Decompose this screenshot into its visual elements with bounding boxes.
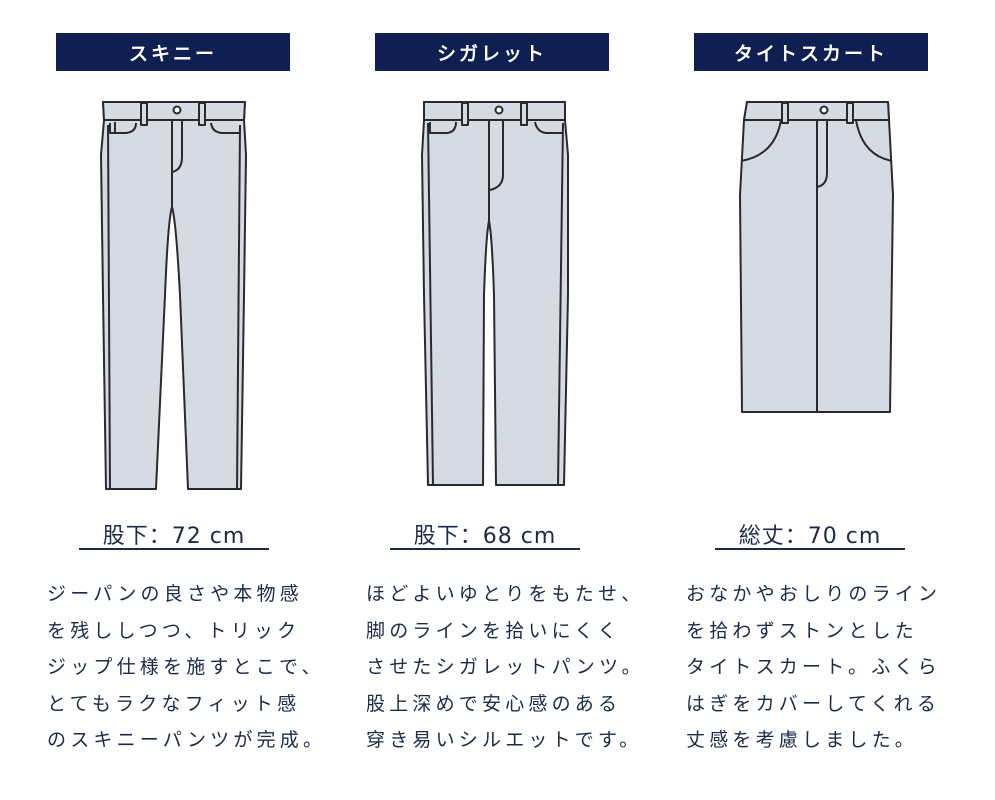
description-line: ほどよいゆとりをもたせ、 — [366, 583, 645, 605]
description-line: 丈感を考慮しました。 — [686, 729, 919, 752]
description-line: を残ししつつ、トリック — [47, 619, 301, 642]
skinny-pants-icon — [100, 101, 247, 490]
description-line: はぎをカバーしてくれる — [686, 692, 941, 715]
product-title: シガレット — [375, 33, 609, 71]
product-title: スキニー — [56, 33, 290, 71]
description-line: ジーパンの良さや本物感 — [47, 583, 303, 605]
description-line: おなかやおしりのライン — [686, 583, 942, 605]
inseam-measurement: 股下：72 cm — [102, 524, 246, 549]
description-line: タイトスカート。ふくら — [686, 656, 941, 679]
description-line: のスキニーパンツが完成。 — [47, 729, 327, 752]
product-column-cigarette: シガレット 股下：68 cm ほどよいゆとりをもたせ、 脚のラインを拾いにくく … — [320, 0, 645, 800]
product-description: ジーパンの良さや本物感 を残ししつつ、トリック ジップ仕様を施すとこで、 とても… — [47, 576, 327, 759]
description-line: 穿き易いシルエットです。 — [366, 729, 643, 752]
product-title: タイトスカート — [694, 33, 928, 71]
cigarette-pants-icon — [421, 101, 569, 486]
product-column-tight-skirt: タイトスカート 総丈：70 cm おなかやおしりのライン を拾わずストンとした … — [640, 0, 960, 800]
product-description: おなかやおしりのライン を拾わずストンとした タイトスカート。ふくら はぎをカバ… — [686, 576, 956, 759]
measure-underline — [79, 548, 269, 550]
description-line: させたシガレットパンツ。 — [366, 656, 645, 679]
inseam-measurement: 股下：68 cm — [413, 524, 557, 549]
description-line: 股上深めで安心感のある — [366, 692, 622, 715]
measure-underline — [715, 548, 905, 550]
measure-underline — [390, 548, 580, 550]
product-description: ほどよいゆとりをもたせ、 脚のラインを拾いにくく させたシガレットパンツ。 股上… — [366, 576, 645, 759]
product-column-skinny: スキニー 股下：72 cm ジーパンの良さや本物感 を残ししつつ、トリ — [0, 0, 327, 800]
description-line: 脚のラインを拾いにくく — [366, 619, 621, 642]
description-line: とてもラクなフィット感 — [47, 692, 301, 715]
total-length-measurement: 総丈：70 cm — [738, 524, 882, 549]
description-line: ジップ仕様を施すとこで、 — [47, 656, 325, 679]
description-line: を拾わずストンとした — [686, 619, 919, 642]
tight-skirt-icon — [739, 101, 894, 413]
